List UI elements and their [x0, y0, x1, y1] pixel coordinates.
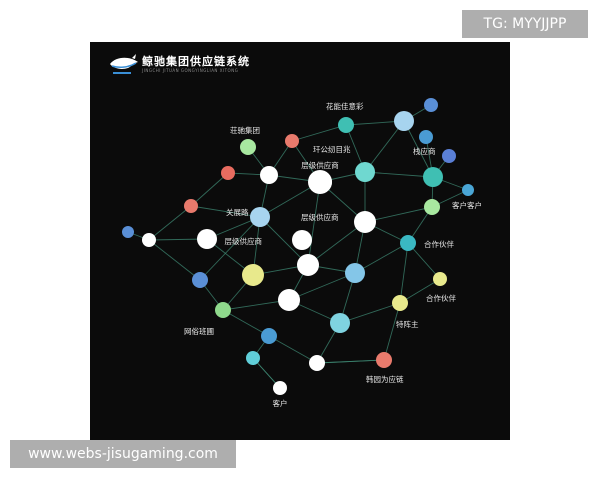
graph-node: [273, 381, 287, 395]
edge: [403, 120, 434, 178]
graph-node: [310, 171, 332, 193]
graph-node: [392, 295, 408, 311]
graph-node: [240, 139, 256, 155]
edge: [307, 181, 321, 266]
node-label: 栈应商: [413, 146, 436, 156]
brand-title: 鲸驰集团供应链系统: [142, 55, 250, 68]
graph-node: [184, 199, 198, 213]
graph-node: [355, 162, 375, 182]
edge: [399, 242, 409, 304]
graph-node: [142, 233, 156, 247]
edge: [288, 272, 356, 301]
node-label: 花能佳意彩: [326, 101, 364, 111]
edge: [354, 242, 409, 274]
graph-node: [424, 98, 438, 112]
edge: [222, 299, 290, 311]
graph-node: [292, 230, 312, 250]
brand-subtitle: JINGCHI JITUAN GONGYINGLIAN XITONG: [142, 68, 239, 73]
edge: [268, 335, 318, 364]
edge: [199, 216, 261, 281]
edge: [316, 359, 385, 364]
graph-node: [309, 355, 325, 371]
edge: [364, 206, 433, 223]
node-label: 韩园为应链: [366, 374, 404, 384]
edge: [190, 172, 229, 207]
diagram-panel: 鲸驰集团供应链系统 JINGCHI JITUAN GONGYINGLIAN XI…: [90, 42, 510, 440]
node-label: 合作伙伴: [426, 293, 456, 303]
graph-node: [462, 184, 474, 196]
graph-node: [354, 211, 376, 233]
graph-node: [442, 149, 456, 163]
node-label: 层级供应商: [301, 212, 339, 222]
graph-node: [278, 289, 300, 311]
edge: [259, 216, 309, 266]
edge: [364, 171, 434, 178]
edge: [148, 205, 192, 241]
node-label: 层级供应商: [301, 160, 339, 170]
graph-node: [345, 263, 365, 283]
graph-node: [285, 134, 299, 148]
edge: [407, 242, 441, 280]
node-label: 合作伙伴: [424, 239, 454, 249]
graph-node: [423, 167, 443, 187]
graph-node: [250, 207, 270, 227]
graph-node: [215, 302, 231, 318]
node-label: 客户客户: [452, 200, 482, 210]
whale-logo-icon: [110, 54, 138, 74]
edge: [383, 302, 401, 361]
node-label: 层级供应商: [225, 236, 263, 246]
network-graph: 客户合作伙伴韩园为应链合作伙伴层级供应商层级供应商特阵主网俗班圃关展路荘驰集团层…: [122, 98, 482, 408]
graph-node: [419, 130, 433, 144]
node-label: 关展路: [226, 207, 249, 217]
edge: [190, 205, 261, 218]
graph-node: [400, 235, 416, 251]
graph-node: [261, 328, 277, 344]
node-label: 玕公纫目兆: [313, 144, 351, 154]
node-layer: [122, 98, 474, 395]
node-label: 荘驰集团: [230, 125, 260, 135]
graph-node: [376, 352, 392, 368]
graph-node: [297, 254, 319, 276]
edge: [339, 302, 401, 324]
node-label: 网俗班圃: [184, 326, 214, 336]
graph-node: [338, 117, 354, 133]
graph-node: [221, 166, 235, 180]
edge: [307, 221, 366, 266]
graph-node: [122, 226, 134, 238]
graph-node: [260, 166, 278, 184]
node-label: 客户: [273, 398, 288, 408]
watermark-bottom: www.webs-jisugaming.com: [10, 440, 236, 468]
graph-node: [424, 199, 440, 215]
graph-node: [242, 264, 264, 286]
graph-node: [394, 111, 414, 131]
edge: [148, 239, 201, 281]
graph-node: [246, 351, 260, 365]
graph-node: [330, 313, 350, 333]
watermark-top: TG: MYYJJPP: [462, 10, 588, 38]
edge: [364, 120, 405, 173]
graph-node: [433, 272, 447, 286]
graph-node: [197, 229, 217, 249]
edge: [291, 124, 347, 142]
node-label: 特阵主: [396, 319, 419, 329]
edge: [222, 309, 270, 337]
graph-node: [192, 272, 208, 288]
